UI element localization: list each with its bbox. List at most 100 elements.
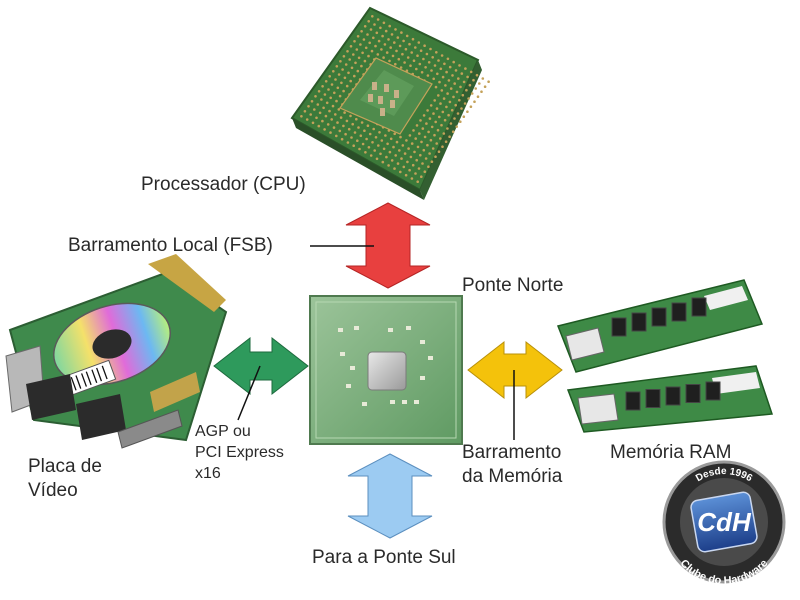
cpu-pin — [359, 134, 363, 137]
cpu-pin — [360, 64, 363, 68]
cpu-pin — [408, 134, 412, 137]
memory-bus-label-line-1: Barramento — [462, 442, 562, 463]
cpu-pin — [334, 113, 337, 116]
cpu-pin — [341, 68, 344, 71]
cpu-pin — [454, 69, 458, 72]
video-card-label-line-1: Placa de — [28, 456, 102, 477]
cpu-pin — [385, 51, 389, 54]
cpu-pin — [373, 23, 376, 26]
cpu-pin — [443, 62, 446, 66]
cpu-pin — [379, 152, 382, 156]
cpu-pin — [415, 158, 419, 162]
cpu-pin — [410, 51, 414, 54]
ram-module-top — [556, 279, 764, 373]
cpu-pin — [463, 102, 467, 105]
cpu-pin — [369, 28, 373, 31]
cpu-pin — [349, 79, 353, 83]
cpu-pin — [348, 58, 352, 61]
cpu-pin — [369, 154, 373, 157]
cpu-pin — [433, 99, 437, 102]
cpu-pin — [423, 44, 426, 47]
cpu-pin — [356, 69, 360, 73]
cpu-pin — [449, 122, 453, 125]
cpu-pin — [328, 109, 331, 113]
cpu-pin — [457, 77, 460, 80]
cpu-pin — [325, 101, 329, 105]
cpu-pin — [343, 111, 346, 114]
cpu-pin — [350, 136, 353, 139]
ram-chip — [705, 381, 721, 401]
cpu-pin — [431, 56, 435, 59]
cpu-pin — [456, 112, 460, 115]
cpu-pin — [360, 121, 364, 124]
cpu-pin — [328, 75, 332, 78]
cpu-pin — [345, 84, 349, 88]
cpu-pin — [419, 153, 422, 157]
cpu-pin — [423, 135, 427, 139]
cpu-pin — [338, 94, 342, 98]
north-bridge-chip — [309, 295, 463, 445]
south-bridge-label: Para a Ponte Sul — [312, 547, 456, 568]
cpu-pin — [453, 82, 457, 85]
cpu-pin — [339, 116, 343, 119]
cpu-pin — [487, 80, 490, 83]
cpu-pin — [390, 33, 394, 36]
cpu-pin — [363, 129, 366, 132]
cpu-pin — [332, 70, 335, 73]
cpu-pin — [368, 132, 372, 136]
cpu-pin — [466, 75, 469, 79]
cpu-pin — [366, 124, 370, 127]
cpu-pin — [398, 44, 402, 48]
cpu-pin — [408, 42, 411, 46]
cpu-pin — [416, 54, 419, 57]
cpu-pin — [406, 160, 409, 164]
cpu-pin — [436, 128, 440, 132]
cpu-pin — [396, 36, 400, 39]
cpu-pin — [359, 43, 362, 46]
cpu-pin — [333, 91, 336, 95]
cpu-pin — [447, 79, 451, 82]
cpu-pin — [379, 26, 382, 30]
cpu-pin — [462, 80, 466, 84]
cpu-pin — [408, 168, 411, 172]
video-card-image — [5, 254, 228, 449]
cpu-pin — [421, 127, 425, 130]
cpu-pin — [332, 126, 336, 129]
cpu-pin — [419, 49, 423, 52]
cpu-pin — [303, 110, 307, 113]
cpu-pin — [478, 82, 481, 85]
cpu-pin — [467, 97, 470, 100]
cpu-pin — [371, 14, 374, 18]
cpu-pin — [450, 108, 454, 112]
cpu-pin — [386, 142, 389, 146]
cpu-pin — [324, 80, 328, 83]
cpu-pin — [394, 28, 397, 31]
cpu-pin — [388, 24, 392, 28]
ram-chip — [665, 386, 681, 406]
cpu-pin — [361, 142, 365, 146]
agp-leader-line — [237, 365, 261, 421]
cpu-pin — [388, 150, 392, 154]
cpu-pin — [336, 86, 340, 90]
cpu-pin — [391, 54, 395, 58]
cpu-pin — [458, 98, 461, 102]
cpu-pin — [409, 64, 412, 67]
cpu-pin — [420, 175, 423, 178]
cpu-pin — [366, 33, 369, 36]
cpu-pin — [342, 89, 345, 93]
cpu-pin — [430, 69, 433, 72]
cpu-pin — [356, 35, 360, 38]
cpu-pin — [381, 34, 384, 38]
cpu-pin — [475, 73, 479, 77]
cpu-pin — [352, 144, 356, 147]
cpu-pin — [310, 100, 314, 103]
cpu-pin — [413, 150, 416, 154]
agp-bus-label: AGP ou PCI Express x16 — [195, 422, 284, 484]
cpu-pin — [459, 120, 462, 123]
cpu-pin — [375, 31, 379, 35]
cpu-pin — [307, 105, 310, 108]
cpu-pin — [410, 177, 414, 180]
cpu-pin — [309, 113, 313, 116]
cpu-pin — [372, 127, 376, 131]
